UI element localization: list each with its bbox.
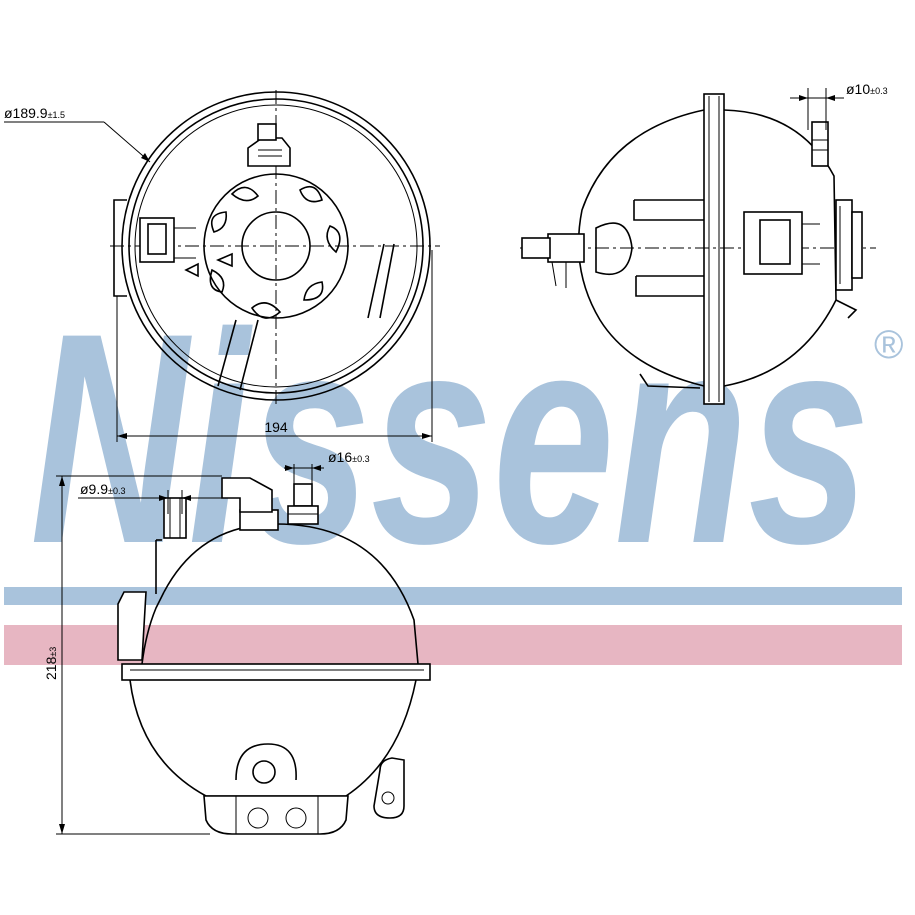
brand-wordmark: Nissens: [30, 270, 870, 606]
front-view: ø9.9±0.3 ø16±0.3 218±3: [43, 449, 431, 835]
diameter-tolerance: ±1.5: [48, 110, 65, 120]
diameter-label: ø189.9: [4, 105, 48, 121]
height-tolerance: ±3: [48, 647, 58, 657]
top-view: 194 ø189.9±1.5: [4, 90, 440, 442]
width-dimension-label: 194: [264, 419, 288, 435]
height-label: 218: [43, 656, 59, 680]
height-dimension: 218±3: [43, 647, 59, 680]
pink-band: [4, 625, 902, 665]
port-b-dimension: ø16±0.3: [328, 449, 370, 465]
side-view: ø10±0.3: [520, 81, 888, 405]
diameter-dimension: ø189.9±1.5: [4, 105, 65, 121]
port-b-tolerance: ±0.3: [352, 454, 369, 464]
port-a-label: ø9.9: [80, 481, 108, 497]
registered-mark: ®: [874, 323, 903, 367]
side-port-label: ø10: [846, 81, 870, 97]
brand-watermark: Nissens ®: [4, 270, 903, 665]
port-a-tolerance: ±0.3: [108, 486, 125, 496]
side-port-dimension: ø10±0.3: [846, 81, 888, 97]
blue-band: [4, 587, 902, 605]
port-a-dimension: ø9.9±0.3: [80, 481, 125, 497]
port-b-label: ø16: [328, 449, 352, 465]
side-port-tolerance: ±0.3: [870, 86, 887, 96]
